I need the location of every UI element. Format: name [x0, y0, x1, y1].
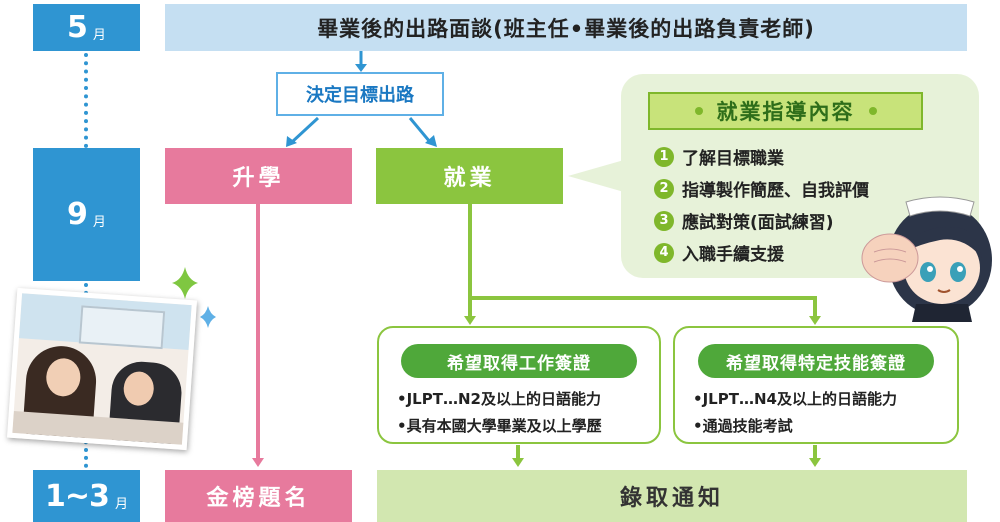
decide-target-box: 決定目標出路 [276, 72, 444, 116]
arrow-decide-to-study [286, 116, 320, 147]
dot-icon [694, 107, 703, 115]
number-badge: 1 [654, 146, 674, 167]
admission-result-box: 金榜題名 [165, 470, 352, 522]
skill-visa-box: 希望取得特定技能簽證 •JLPT…N4及以上的日語能力 •通過技能考試 [673, 326, 959, 444]
guidance-item-text: 入職手續支援 [682, 245, 784, 265]
work-visa-requirement: •具有本國大學畢業及以上學歷 [397, 417, 602, 435]
arrow-decide-to-employment [408, 117, 437, 147]
number-badge: 4 [654, 242, 674, 263]
work-visa-requirement: •JLPT…N2及以上的日語能力 [397, 390, 601, 408]
photo-screen [78, 305, 166, 350]
guidance-item-text: 指導製作簡歷、自我評價 [682, 181, 869, 201]
month-number: 5 [67, 10, 88, 45]
skill-visa-requirement: •JLPT…N4及以上的日語能力 [693, 390, 897, 408]
month-september-label: 9 月 [33, 148, 140, 281]
number-badge: 2 [654, 178, 674, 199]
number-badge: 3 [654, 210, 674, 231]
skill-visa-title: 希望取得特定技能簽證 [698, 344, 934, 378]
guidance-title: 就業指導內容 [716, 100, 855, 124]
further-study-box: 升學 [165, 148, 352, 204]
employment-box: 就業 [376, 148, 563, 204]
month-jan-mar-label: 1~3 月 [33, 470, 140, 522]
month-unit: 月 [92, 28, 106, 43]
month-number: 9 [67, 197, 88, 232]
arrow-header-to-decide [355, 51, 367, 72]
guidance-pointer [568, 160, 624, 192]
career-interview-header: 畢業後的出路面談(班主任•畢業後的出路負責老師) [165, 4, 967, 51]
month-unit: 月 [114, 496, 128, 512]
timeline-dots [84, 53, 88, 148]
green-tree-employment [464, 204, 821, 467]
pink-line-study [252, 204, 264, 467]
guidance-item: 4 入職手續支援 [654, 240, 784, 265]
month-may-label: 5 月 [33, 4, 140, 51]
skill-visa-requirement: •通過技能考試 [693, 417, 793, 435]
guidance-item: 1 了解目標職業 [654, 144, 784, 169]
month-unit: 月 [92, 215, 106, 230]
work-visa-title: 希望取得工作簽證 [401, 344, 637, 378]
guidance-item: 3 應試對策(面試練習) [654, 208, 834, 233]
guidance-title-banner: 就業指導內容 [648, 92, 923, 130]
dot-icon [868, 107, 877, 115]
month-number: 1~3 [45, 478, 110, 514]
guidance-item-text: 了解目標職業 [682, 149, 784, 169]
work-visa-box: 希望取得工作簽證 •JLPT…N2及以上的日語能力 •具有本國大學畢業及以上學歷 [377, 326, 661, 444]
mascot-character-icon [861, 196, 992, 322]
job-offer-result-box: 錄取通知 [377, 470, 967, 522]
students-photo [6, 287, 198, 451]
sparkle-icons [172, 267, 216, 328]
guidance-item-text: 應試對策(面試練習) [682, 213, 834, 233]
guidance-item: 2 指導製作簡歷、自我評價 [654, 176, 869, 201]
